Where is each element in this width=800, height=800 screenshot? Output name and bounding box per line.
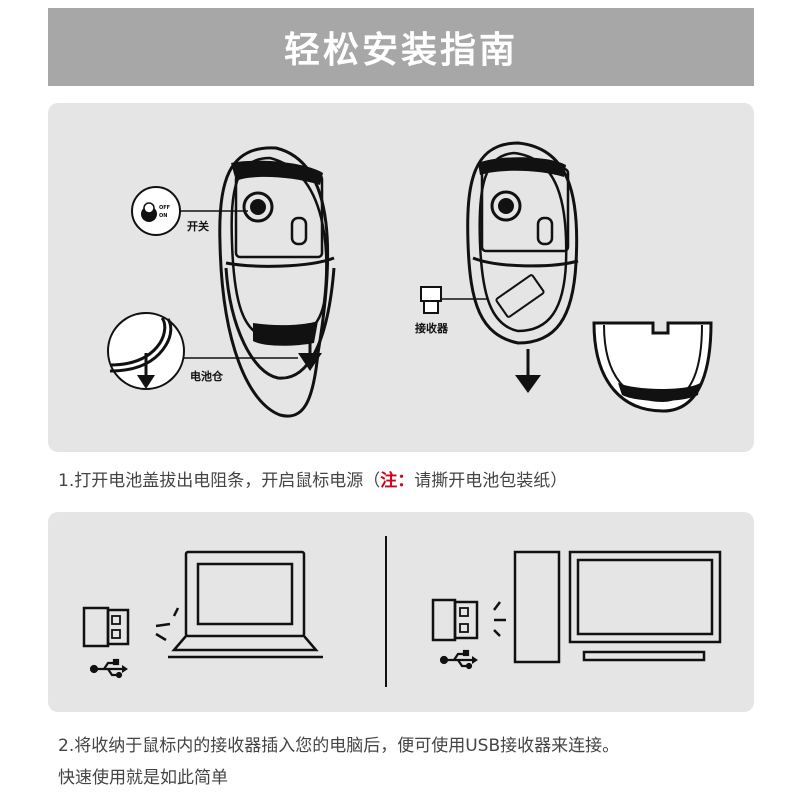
usb-icon (89, 658, 128, 679)
mouse-icon (218, 146, 336, 418)
receiver-callout: 接收器 (415, 286, 488, 335)
signal-icon (493, 601, 506, 637)
step-1-note: 请撕开电池包装纸） (414, 471, 568, 491)
switch-off-label: OFF (159, 205, 170, 211)
switch-label: 开关 (187, 219, 209, 233)
usb-icon (439, 649, 478, 670)
pc-tower-icon (513, 550, 561, 664)
step-2-subtext: 快速使用就是如此简单 (58, 768, 228, 788)
step-1-main: 1.打开电池盖拔出电阻条，开启鼠标电源（ (58, 471, 381, 491)
step-1-note-label: 注： (380, 471, 415, 491)
battery-callout: 电池仓 (107, 312, 298, 390)
laptop-icon (168, 550, 323, 659)
step-1-text: 1.打开电池盖拔出电阻条，开启鼠标电源（注：请撕开电池包装纸） (58, 465, 567, 497)
receiver-diagram-panel (48, 512, 754, 712)
usb-receiver-icon (82, 606, 130, 648)
battery-shape (253, 321, 318, 346)
step-2-text: 2.将收纳于鼠标内的接收器插入您的电脑后，便可使用USB接收器来连接。 (58, 736, 620, 756)
usb-receiver-icon (431, 598, 479, 642)
switch-on-label: ON (159, 213, 167, 219)
switch-knob (250, 199, 266, 215)
battery-cover-icon (592, 321, 713, 413)
mouse-top-shape (478, 157, 566, 177)
battery-label: 电池仓 (190, 369, 224, 383)
switch-knob (498, 198, 514, 214)
title-bar: 轻松安装指南 (48, 8, 754, 86)
down-arrow-icon (298, 323, 322, 371)
mouse-top-shape (231, 160, 323, 185)
signal-icon (155, 607, 180, 642)
receiver-label: 接收器 (415, 321, 449, 335)
receiver-diagram (82, 536, 722, 687)
mouse-diagram: OFF ON 开关 电池仓 (107, 141, 713, 418)
mouse-diagram-panel: OFF ON 开关 电池仓 (48, 103, 754, 452)
page-title: 轻松安装指南 (283, 30, 518, 71)
down-arrow-icon (515, 349, 541, 393)
desktop-monitor-icon (568, 550, 722, 662)
switch-callout: OFF ON 开关 (131, 186, 248, 236)
